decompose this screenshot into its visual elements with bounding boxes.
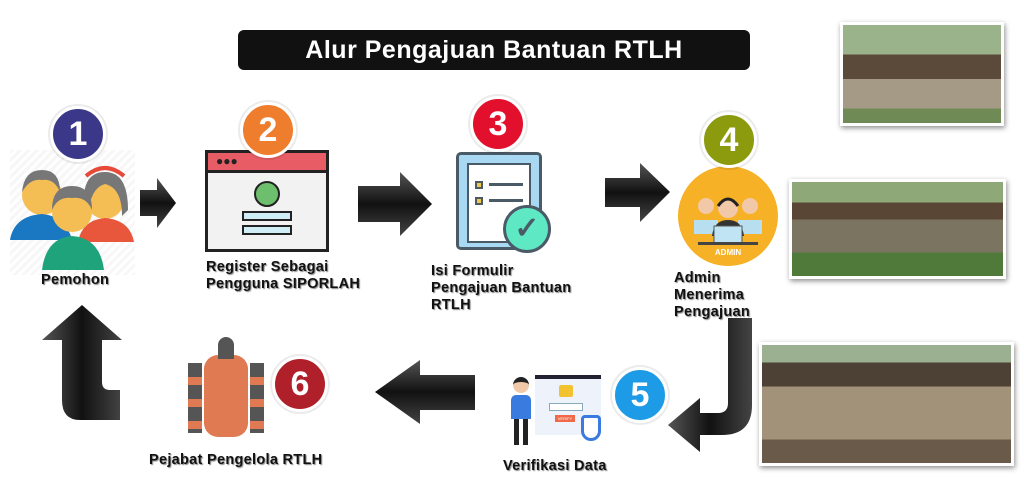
shield-icon bbox=[581, 415, 601, 441]
step-3-label-line: Pengajuan Bantuan bbox=[431, 280, 572, 296]
arrow-right-1-2 bbox=[140, 178, 176, 228]
clipboard-form-icon: ✓ bbox=[456, 152, 551, 253]
step-1-label: Pemohon bbox=[41, 272, 110, 288]
step-4-badge: 4 bbox=[701, 112, 757, 168]
admin-operators-icon bbox=[694, 197, 762, 245]
people-group-icon bbox=[10, 166, 134, 270]
arrow-right-3-4 bbox=[605, 163, 670, 222]
lock-icon bbox=[559, 385, 573, 397]
arrow-left-5-6 bbox=[375, 360, 475, 424]
arrow-right-2-3 bbox=[358, 172, 432, 236]
step-2-label: Register Sebagai Pengguna SIPORLAH bbox=[206, 259, 360, 293]
step-3-label: Isi Formulir Pengajuan Bantuan RTLH bbox=[431, 263, 571, 314]
step-4-label-line: Pengajuan bbox=[674, 304, 751, 320]
page-title: Alur Pengajuan Bantuan RTLH bbox=[238, 30, 750, 70]
verify-button: VERIFY bbox=[555, 415, 575, 422]
user-avatar-icon bbox=[254, 181, 280, 207]
step-4-label: Admin Menerima Pengajuan bbox=[674, 270, 750, 321]
house-photo-1 bbox=[840, 22, 1004, 126]
step-5-label: Verifikasi Data bbox=[503, 458, 607, 474]
step-4-label-line: Admin bbox=[674, 270, 721, 286]
arrow-down-left-4-5 bbox=[668, 318, 752, 452]
step-6-label: Pejabat Pengelola RTLH bbox=[149, 452, 323, 468]
house-photo-3 bbox=[759, 342, 1014, 466]
password-field bbox=[242, 225, 292, 235]
admin-icon: ADMIN bbox=[678, 166, 778, 266]
step-4-label-line: Menerima bbox=[674, 287, 745, 303]
verification-icon: VERIFY bbox=[505, 365, 617, 447]
step-1 bbox=[10, 150, 135, 275]
house-photo-2 bbox=[789, 179, 1006, 279]
step-5-badge: 5 bbox=[612, 367, 668, 423]
step-3-badge: 3 bbox=[470, 96, 526, 152]
arrow-up-6-1 bbox=[42, 305, 122, 420]
step-2-label-line: Pengguna SIPORLAH bbox=[206, 276, 361, 292]
step-1-badge: 1 bbox=[50, 106, 106, 162]
step-2-label-line: Register Sebagai bbox=[206, 259, 329, 275]
checkmark-icon: ✓ bbox=[503, 205, 551, 253]
step-6-badge: 6 bbox=[272, 356, 328, 412]
meeting-table-icon bbox=[186, 335, 266, 447]
username-field bbox=[242, 211, 292, 221]
admin-icon-text: ADMIN bbox=[714, 248, 742, 257]
register-window-icon: ●●● bbox=[205, 150, 329, 252]
step-2-badge: 2 bbox=[240, 102, 296, 158]
step-3-label-line: Isi Formulir bbox=[431, 263, 514, 279]
person-figure bbox=[513, 377, 529, 393]
step-3-label-line: RTLH bbox=[431, 297, 471, 313]
